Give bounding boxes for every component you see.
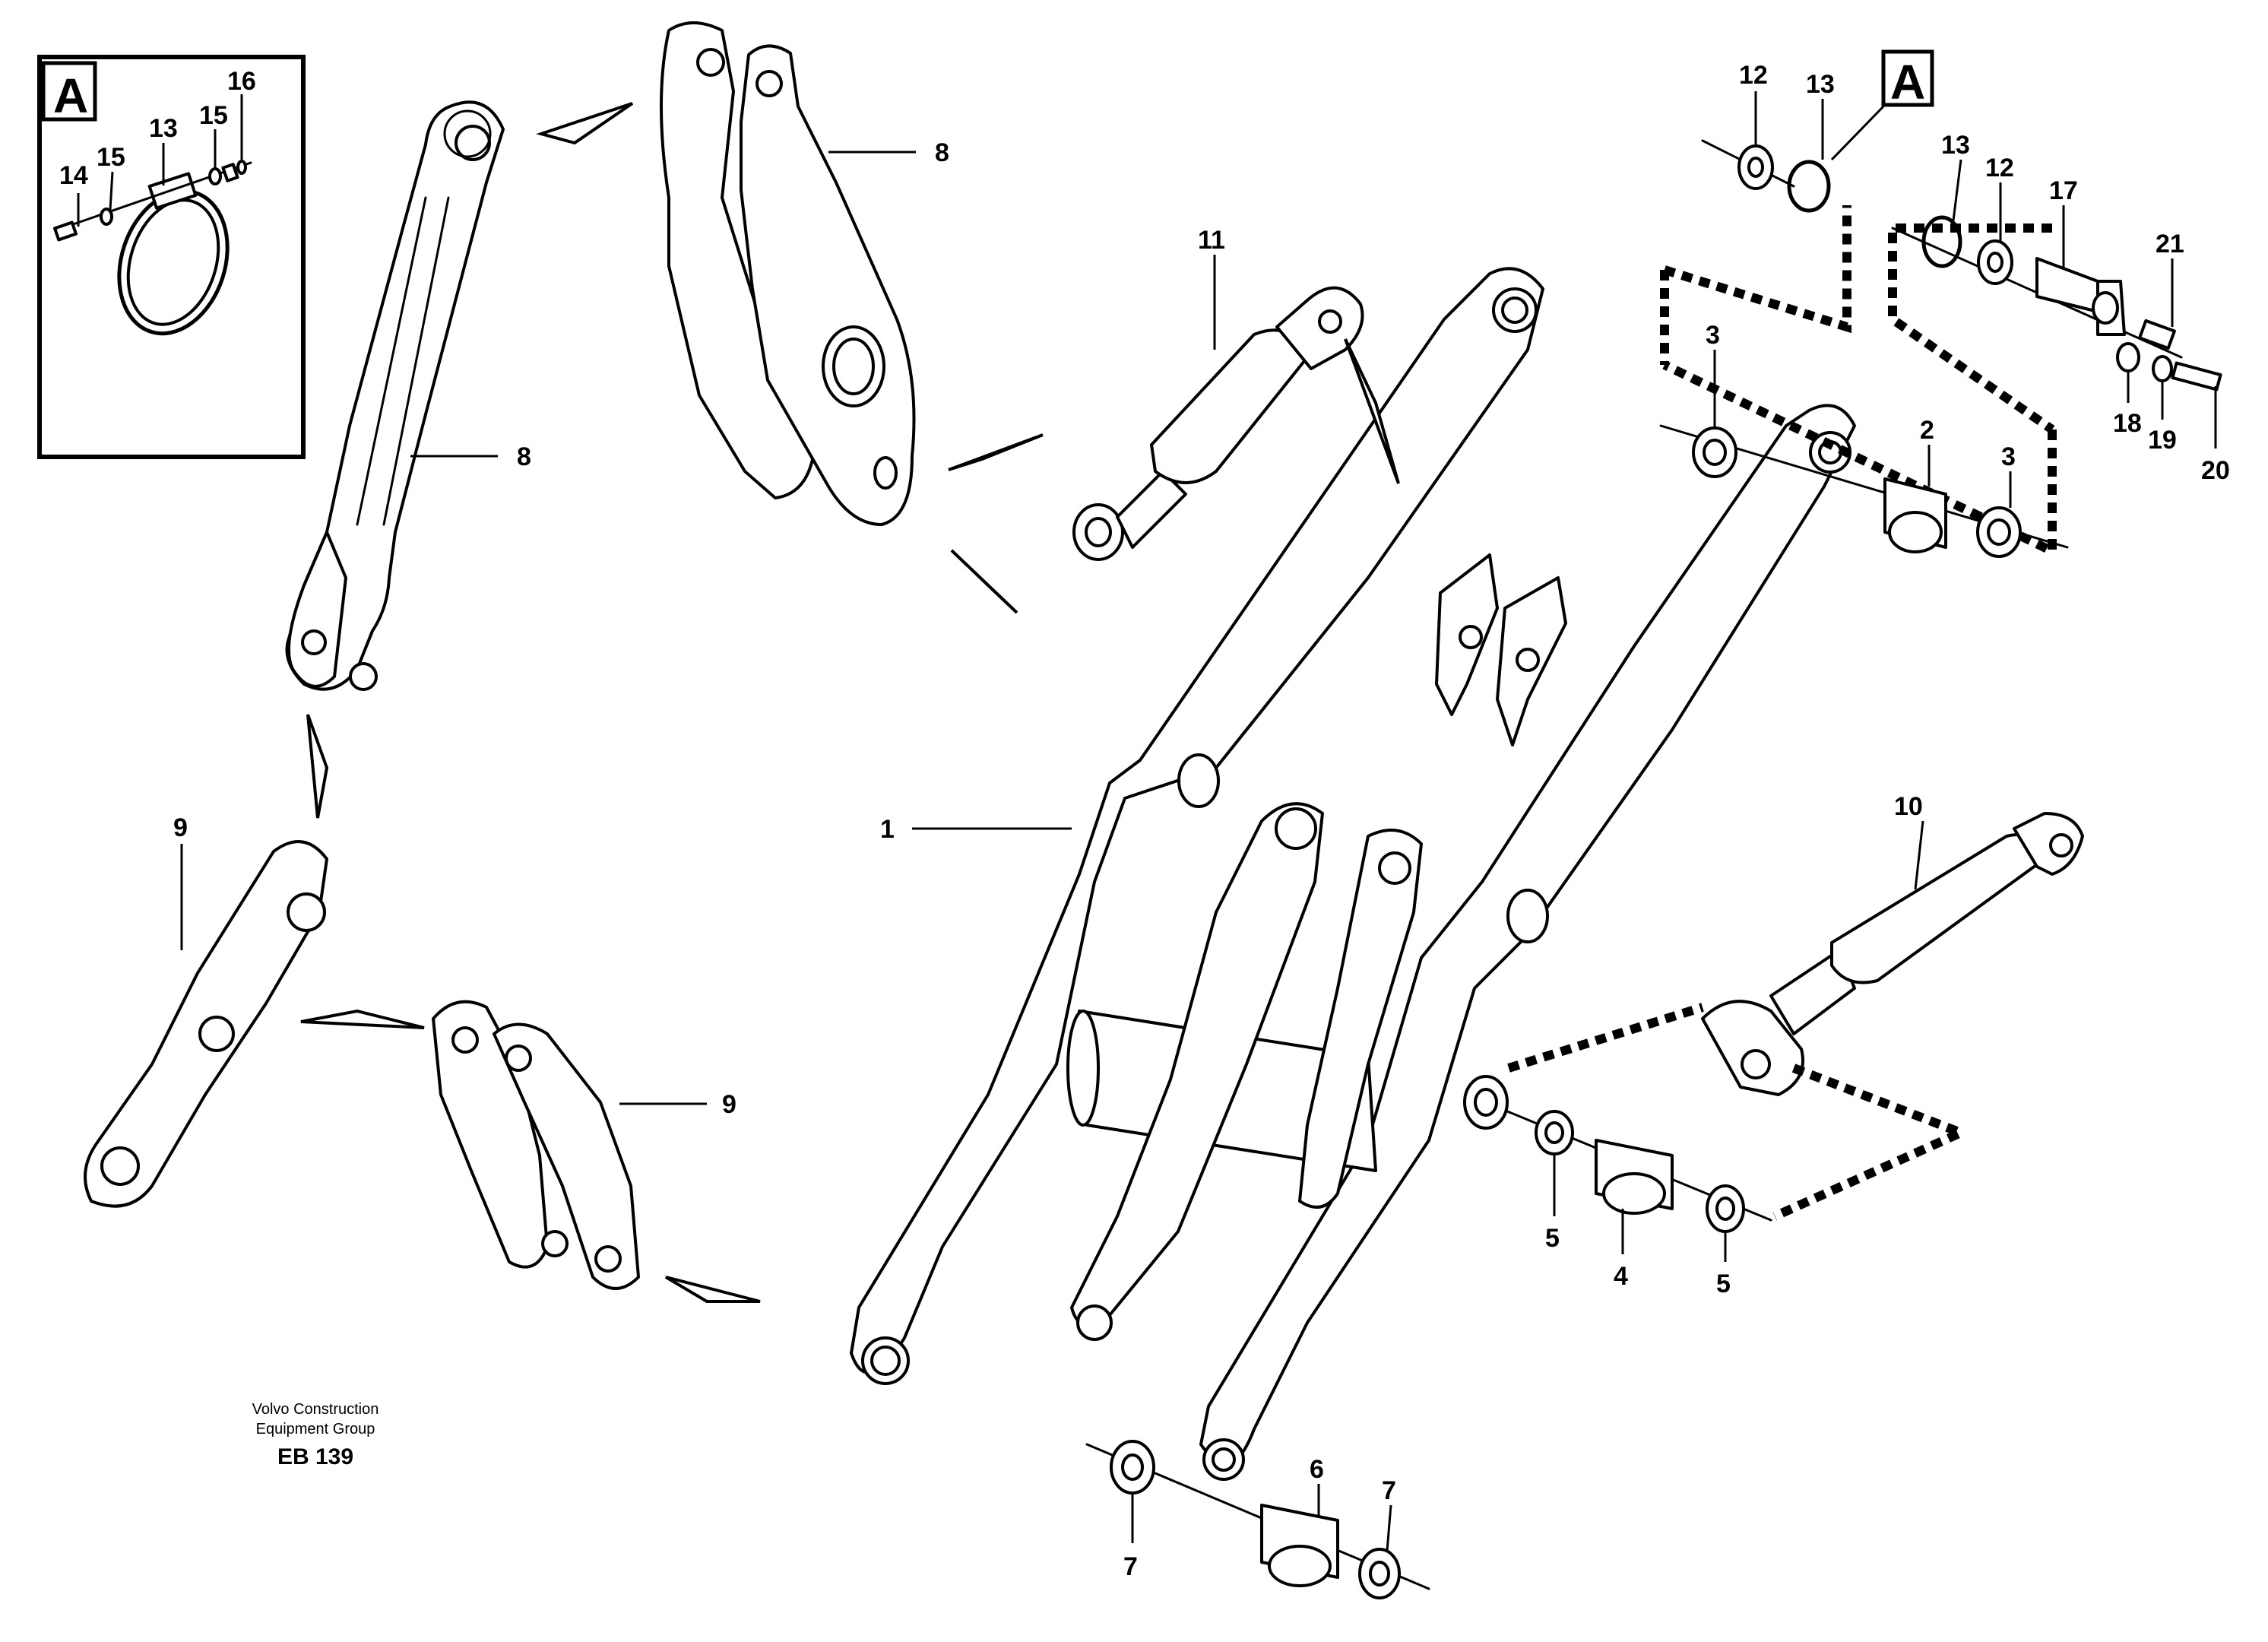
pivot-pin-group-lower: 5 4 5	[1463, 1003, 1973, 1298]
callout-11: 11	[1198, 226, 1225, 255]
rocker-plate-part-9-left: 9	[84, 813, 328, 1208]
tilt-cylinder-part-10: 10	[1701, 792, 2084, 1096]
link-plate-part-8: 8	[660, 21, 949, 526]
callout-9-right: 9	[722, 1090, 736, 1119]
callout-1: 1	[880, 815, 895, 844]
pivot-pin-group-top: 12 13 A 3 2 3	[1659, 49, 2069, 559]
publisher-footer: Volvo Construction Equipment Group EB 13…	[252, 1401, 379, 1469]
link-rod-part-8: 8	[285, 100, 531, 691]
callout-15-detail-left: 15	[97, 143, 125, 172]
callout-12-right: 12	[1985, 154, 2014, 182]
callout-17: 17	[2049, 176, 2078, 205]
callout-6: 6	[1310, 1455, 1324, 1484]
detail-a-reference-label: A	[1890, 55, 1925, 109]
callout-20: 20	[2201, 456, 2230, 485]
callout-10: 10	[1894, 792, 1923, 821]
callout-4: 4	[1614, 1262, 1628, 1291]
callout-14: 14	[59, 161, 88, 190]
callout-3-right: 3	[2001, 442, 2016, 471]
callout-7-left: 7	[1123, 1552, 1138, 1581]
pivot-pin-group-bottom: 7 6 7	[1085, 1440, 1430, 1599]
callout-5-left: 5	[1545, 1224, 1560, 1253]
callout-8-top: 8	[935, 138, 949, 167]
assembly-arrows	[300, 102, 1400, 1303]
callout-8-left: 8	[517, 442, 531, 471]
callout-21: 21	[2156, 230, 2184, 258]
curved-link-part-9: 9	[432, 1000, 736, 1290]
callout-15-detail-right: 15	[199, 101, 228, 130]
callout-13-top: 13	[1806, 70, 1835, 99]
callout-13-detail: 13	[149, 114, 178, 143]
callout-7-right: 7	[1382, 1476, 1396, 1505]
footer-company-line2: Equipment Group	[256, 1421, 375, 1438]
detail-a-label: A	[53, 68, 88, 123]
callout-9-left: 9	[173, 813, 188, 842]
footer-company-line1: Volvo Construction	[252, 1401, 379, 1418]
callout-12-top: 12	[1739, 61, 1768, 90]
small-cylinder-part-11: 11	[1072, 226, 1364, 561]
callout-16: 16	[227, 67, 256, 96]
callout-19: 19	[2148, 426, 2177, 455]
callout-2: 2	[1920, 416, 1934, 445]
callout-5-right: 5	[1716, 1270, 1731, 1298]
callout-3-left: 3	[1706, 321, 1720, 350]
pivot-pin-group-right: 13 12 17 21 18 19 20	[1888, 131, 2230, 485]
footer-diagram-code: EB 139	[277, 1444, 353, 1469]
mounting-bracket	[1435, 553, 1567, 747]
lift-arm-frame-part-1: 1	[850, 267, 1856, 1481]
detail-a-inset: A 14 15 13 15 16	[37, 55, 306, 459]
callout-13-right: 13	[1941, 131, 1970, 160]
callout-18: 18	[2113, 409, 2142, 438]
